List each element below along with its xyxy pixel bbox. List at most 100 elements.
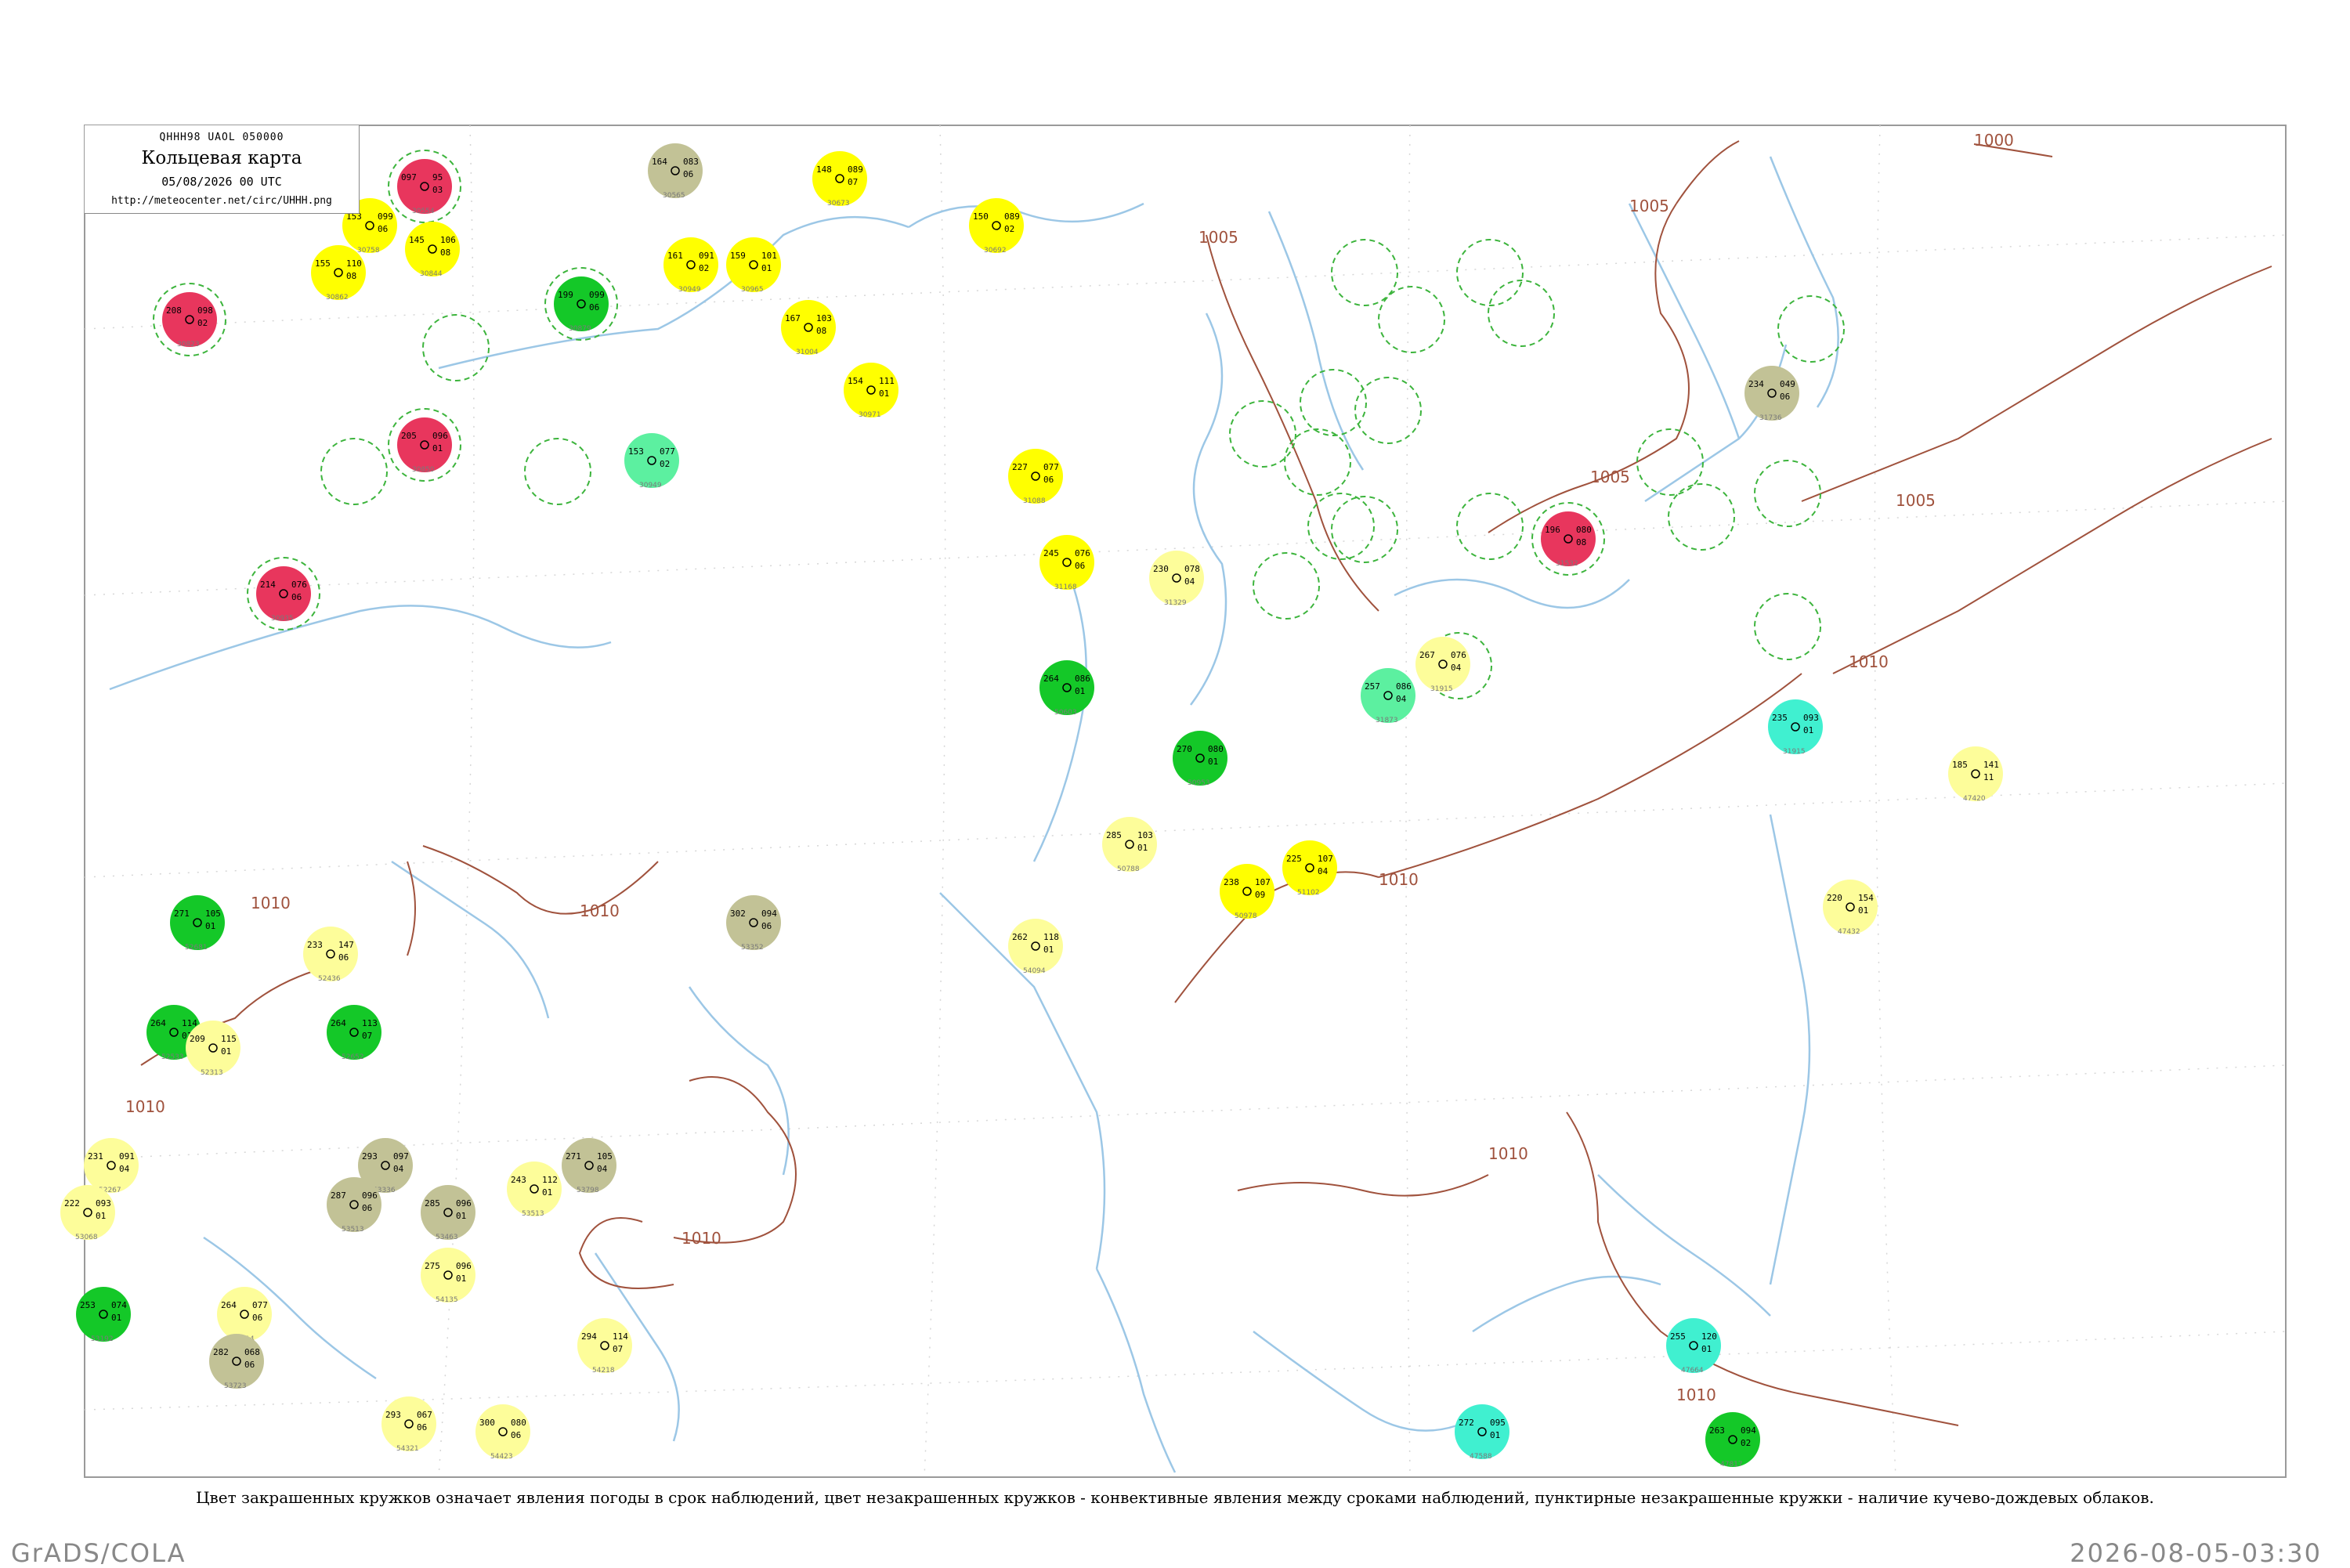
station-value: 107 <box>1255 877 1271 887</box>
station-value: 094 <box>1741 1425 1756 1436</box>
station-code: 30935 <box>271 615 294 623</box>
station-value: 086 <box>1075 674 1090 684</box>
isobar-label: 1010 <box>580 901 620 920</box>
station-value: 01 <box>1043 945 1054 955</box>
station-code: 30949 <box>639 482 662 490</box>
station-value: 275 <box>425 1261 440 1271</box>
station-value: 106 <box>440 235 456 245</box>
station-point <box>326 949 335 959</box>
weather-circle <box>1744 366 1799 421</box>
station-value: 02 <box>699 263 709 273</box>
station-value: 01 <box>1490 1430 1500 1440</box>
weather-circle <box>209 1334 264 1389</box>
station-value: 300 <box>479 1418 495 1428</box>
bulletin-code: QHHH98 UAOL 050000 <box>159 132 284 143</box>
weather-circle <box>405 222 460 276</box>
station-code: 30971 <box>859 411 881 419</box>
station-value: 238 <box>1224 877 1239 887</box>
station-value: 02 <box>660 459 670 469</box>
station-value: 153 <box>628 446 644 457</box>
station-point <box>349 1200 359 1209</box>
station-value: 06 <box>1780 392 1790 402</box>
station-code: 53192 <box>91 1335 114 1343</box>
footer-software: GrADS/COLA <box>11 1538 186 1568</box>
station-value: 235 <box>1772 713 1788 723</box>
station-value: 264 <box>331 1018 346 1028</box>
weather-circle <box>397 159 452 214</box>
station-value: 08 <box>816 326 826 336</box>
station-value: 199 <box>558 290 573 300</box>
station-value: 095 <box>1490 1418 1506 1428</box>
station-value: 115 <box>221 1034 237 1044</box>
station-value: 264 <box>150 1018 166 1028</box>
station-point <box>1383 691 1393 700</box>
station-value: 06 <box>378 224 388 234</box>
weather-circle <box>1149 551 1204 605</box>
station-point <box>1846 902 1855 912</box>
weather-circle <box>327 1005 381 1060</box>
station-code: 53798 <box>577 1187 599 1194</box>
station-code: 50978 <box>1235 912 1257 920</box>
cb-ring <box>388 408 461 482</box>
station-value: 06 <box>1043 475 1054 485</box>
weather-circle <box>256 566 311 621</box>
station-point <box>647 456 656 465</box>
station-value: 95 <box>432 172 443 182</box>
weather-circle <box>1666 1318 1721 1373</box>
weather-circle <box>397 417 452 472</box>
isobars <box>140 140 2272 1426</box>
station-code: 53463 <box>436 1234 458 1241</box>
weather-circle <box>421 1185 475 1240</box>
station-value: 293 <box>385 1410 401 1420</box>
station-code: 50953 <box>1188 779 1210 787</box>
weather-circle <box>726 895 781 950</box>
weather-circle <box>1948 746 2003 801</box>
station-point <box>804 323 813 332</box>
station-value: 086 <box>1396 681 1412 692</box>
weather-circle <box>327 1177 381 1232</box>
isobar-label: 1005 <box>1896 491 1936 510</box>
map-header: QHHH98 UAOL 050000 Кольцевая карта 05/08… <box>85 125 360 214</box>
weather-circle <box>84 1138 139 1193</box>
station-code: 54094 <box>1023 967 1046 975</box>
station-value: 076 <box>1451 650 1466 660</box>
station-value: 255 <box>1670 1331 1686 1342</box>
isobar-label: 1010 <box>682 1229 721 1248</box>
weather-circle <box>726 237 781 292</box>
weather-circle <box>162 292 217 347</box>
station-value: 141 <box>1983 760 1999 770</box>
station-point <box>1689 1341 1698 1350</box>
station-value: 302 <box>730 909 746 919</box>
station-code: 30565 <box>663 192 685 200</box>
station-value: 196 <box>1545 525 1560 535</box>
station-point <box>420 182 429 191</box>
station-value: 06 <box>417 1422 427 1433</box>
station-code: 47817 <box>1720 1461 1743 1469</box>
station-point <box>428 244 437 254</box>
station-code: 53352 <box>741 944 764 952</box>
isobar-label: 1010 <box>1488 1144 1528 1163</box>
station-value: 112 <box>542 1175 558 1185</box>
station-code: 30850 <box>412 466 435 474</box>
weather-circle <box>1102 817 1157 872</box>
weather-circle <box>969 198 1024 253</box>
weather-circle <box>1008 449 1063 504</box>
station-value: 233 <box>307 940 323 950</box>
weather-circle <box>812 151 867 206</box>
station-value: 080 <box>511 1418 526 1428</box>
station-value: 264 <box>221 1300 237 1310</box>
station-point <box>443 1208 453 1217</box>
station-value: 294 <box>581 1331 597 1342</box>
station-point <box>1971 769 1980 779</box>
station-point <box>240 1310 249 1319</box>
